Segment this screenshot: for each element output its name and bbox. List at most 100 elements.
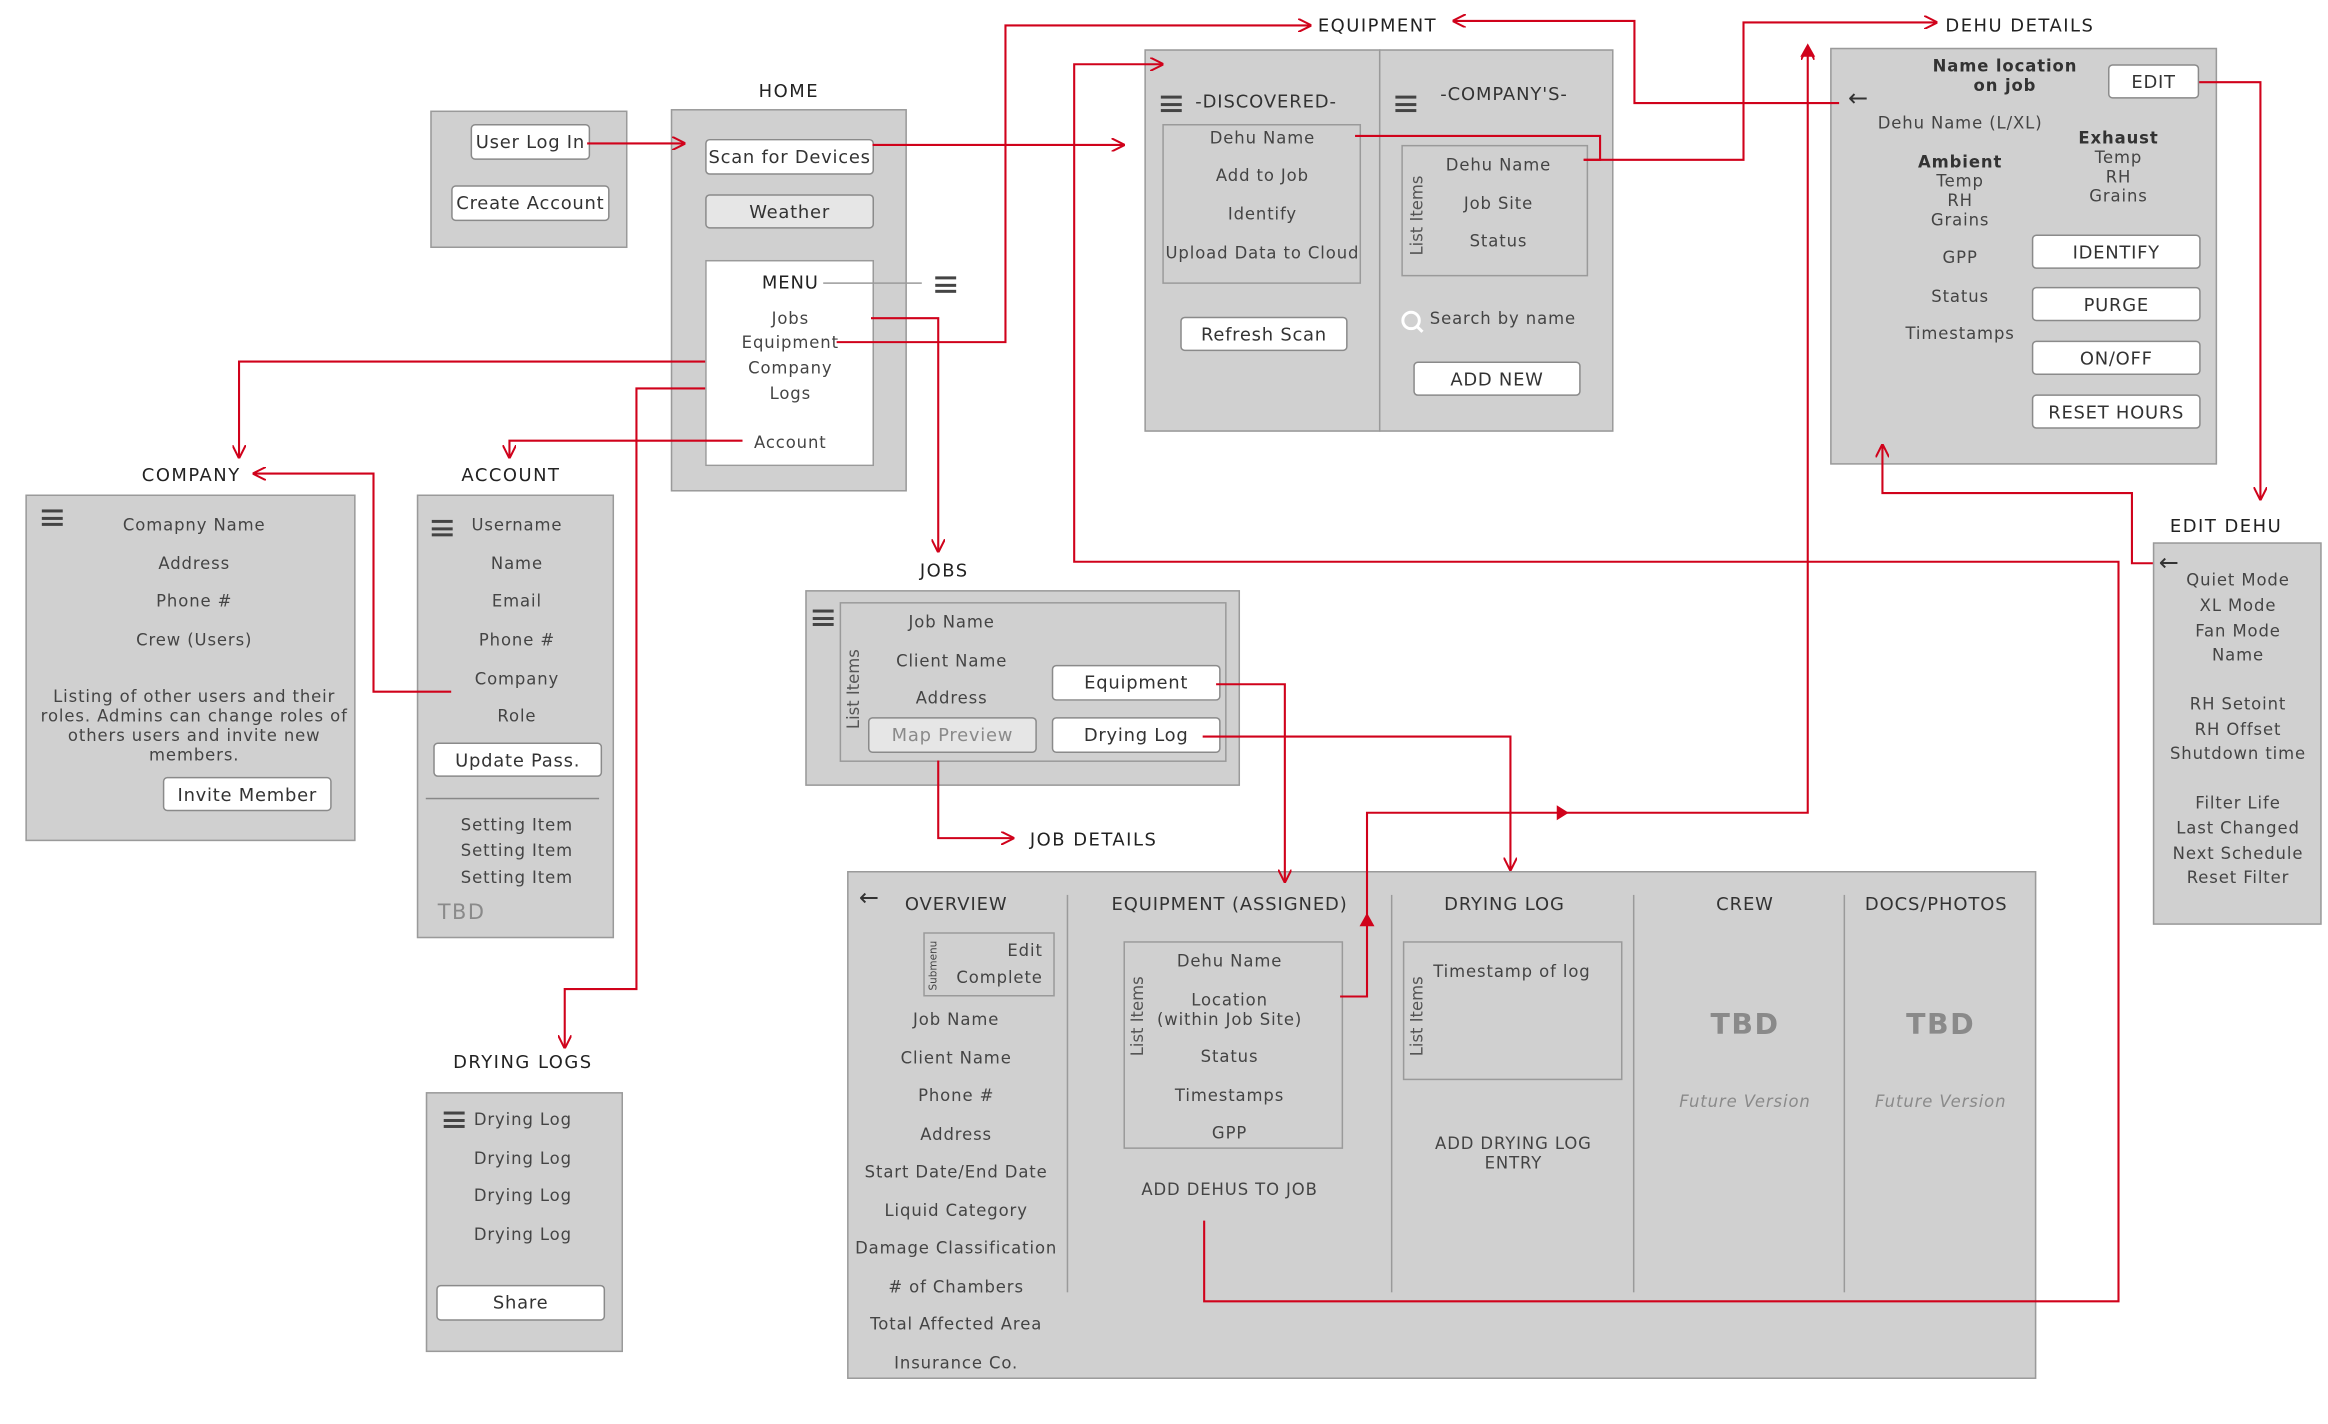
menu-item-equipment[interactable]: Equipment <box>741 333 839 353</box>
overview-dates: Start Date/End Date <box>864 1162 1048 1182</box>
name-location-line2: on job <box>1973 76 2037 96</box>
timestamp-of-log: Timestamp of log <box>1433 962 1591 982</box>
weather-widget[interactable]: Weather <box>705 194 874 229</box>
companys-header: -COMPANY'S- <box>1440 83 1568 105</box>
account-title: ACCOUNT <box>461 464 561 486</box>
assigned-location-note: (within Job Site) <box>1156 1009 1303 1030</box>
gpp-label: GPP <box>1942 248 1978 268</box>
menu-item-logs[interactable]: Logs <box>769 383 812 404</box>
xl-mode-setting[interactable]: XL Mode <box>2199 596 2277 616</box>
quiet-mode-setting[interactable]: Quiet Mode <box>2186 570 2290 591</box>
company-description-line3: others users and invite new <box>67 726 321 746</box>
hamburger-menu-icon[interactable] <box>431 519 453 537</box>
rh-setpoint-setting[interactable]: RH Setoint <box>2189 694 2287 715</box>
user-log-in-button[interactable]: User Log In <box>470 124 591 160</box>
overview-client-name: Client Name <box>900 1048 1012 1069</box>
scan-for-devices-button[interactable]: Scan for Devices <box>705 138 874 175</box>
ambient-grains: Grains <box>1930 210 1990 231</box>
create-account-button[interactable]: Create Account <box>451 185 610 222</box>
dehu-details-title: DEHU DETAILS <box>1945 14 2095 36</box>
hamburger-menu-icon[interactable] <box>41 509 63 526</box>
flow-arrow <box>1355 134 1602 161</box>
equipment-title: EQUIPMENT <box>1317 14 1438 36</box>
invite-member-button[interactable]: Invite Member <box>162 776 332 812</box>
jobs-drying-log-button[interactable]: Drying Log <box>1051 717 1221 753</box>
exhaust-rh: RH <box>2105 167 2132 187</box>
hamburger-menu-icon[interactable] <box>935 276 957 293</box>
drying-log-item[interactable]: Drying Log <box>473 1225 572 1245</box>
name-setting[interactable]: Name <box>2211 645 2265 665</box>
add-drying-log-line1[interactable]: ADD DRYING LOG <box>1435 1133 1592 1154</box>
company-title: COMPANY <box>141 464 241 486</box>
back-arrow-icon[interactable]: ← <box>2158 548 2179 577</box>
add-new-button[interactable]: ADD NEW <box>1413 361 1581 396</box>
drying-log-item[interactable]: Drying Log <box>473 1110 572 1130</box>
flow-arrow <box>254 474 452 693</box>
drying-log-item[interactable]: Drying Log <box>473 1186 572 1206</box>
overview-address: Address <box>920 1124 993 1145</box>
setting-item[interactable]: Setting Item <box>460 841 574 861</box>
on-off-button[interactable]: ON/OFF <box>2031 340 2201 375</box>
hamburger-menu-icon[interactable] <box>812 609 834 626</box>
back-arrow-icon[interactable]: ← <box>859 882 880 912</box>
flow-arrow <box>1202 735 1511 870</box>
flow-arrow-head <box>1800 43 1816 57</box>
identify-action[interactable]: Identify <box>1227 204 1298 225</box>
docs-future-version: Future Version <box>1874 1092 2007 1112</box>
drying-log-list[interactable]: List Items Timestamp of log <box>1402 941 1623 1081</box>
company-address-label: Address <box>158 554 231 574</box>
hamburger-menu-icon[interactable] <box>1395 95 1417 113</box>
discovered-dehu-name[interactable]: Dehu Name <box>1209 128 1316 148</box>
hamburger-menu-icon[interactable] <box>1160 95 1182 113</box>
edit-button[interactable]: EDIT <box>2108 64 2200 99</box>
upload-data-action[interactable]: Upload Data to Cloud <box>1165 243 1360 263</box>
flow-arrow <box>871 317 938 551</box>
equipment-assigned-title: EQUIPMENT (ASSIGNED) <box>1111 893 1348 915</box>
add-drying-log-line2[interactable]: ENTRY <box>1484 1153 1543 1173</box>
purge-button[interactable]: PURGE <box>2031 286 2201 322</box>
add-dehus-to-job-action[interactable]: ADD DEHUS TO JOB <box>1141 1180 1318 1200</box>
reset-hours-button[interactable]: RESET HOURS <box>2031 394 2201 429</box>
back-arrow-icon[interactable]: ← <box>1848 83 1869 113</box>
companys-dehu-name[interactable]: Dehu Name <box>1445 155 1552 175</box>
map-preview[interactable]: Map Preview <box>868 717 1037 753</box>
company-crew-label[interactable]: Crew (Users) <box>136 630 253 650</box>
shutdown-time-setting[interactable]: Shutdown time <box>2169 744 2307 764</box>
menu-item-company[interactable]: Company <box>748 358 833 378</box>
dehu-name-size: Dehu Name (L/XL) <box>1877 113 2043 133</box>
setting-item[interactable]: Setting Item <box>460 868 574 888</box>
search-by-name-input[interactable]: Search by name <box>1429 309 1576 329</box>
discovered-header: -DISCOVERED- <box>1195 91 1337 113</box>
drying-log-item[interactable]: Drying Log <box>473 1148 572 1169</box>
company-description-line1: Listing of other users and their <box>53 687 336 707</box>
edit-dehu-title: EDIT DEHU <box>2169 515 2283 537</box>
jobs-equipment-button[interactable]: Equipment <box>1051 664 1221 701</box>
reset-filter-setting[interactable]: Reset Filter <box>2186 868 2290 888</box>
hamburger-menu-icon[interactable] <box>443 1111 465 1128</box>
rh-offset-setting[interactable]: RH Offset <box>2194 720 2282 740</box>
jobs-screen: List Items Job Name Client Name Address … <box>805 590 1241 786</box>
column-divider <box>1843 894 1846 1293</box>
add-to-job-action[interactable]: Add to Job <box>1215 165 1309 186</box>
submenu-edit[interactable]: Edit <box>1007 941 1043 961</box>
identify-button[interactable]: IDENTIFY <box>2031 234 2201 269</box>
drying-logs-screen: Drying Log Drying Log Drying Log Drying … <box>425 1092 623 1353</box>
share-button[interactable]: Share <box>436 1284 606 1321</box>
name-location-line1: Name location <box>1932 56 2078 77</box>
home-title: HOME <box>758 80 820 102</box>
assigned-equipment-list[interactable]: List Items Dehu Name Location (within Jo… <box>1123 941 1344 1149</box>
account-company[interactable]: Company <box>474 669 560 689</box>
drying-log-title: DRYING LOG <box>1444 893 1565 915</box>
setting-item[interactable]: Setting Item <box>460 815 574 836</box>
exhaust-temp: Temp <box>2094 147 2143 168</box>
menu-item-jobs[interactable]: Jobs <box>771 309 810 329</box>
fan-mode-setting[interactable]: Fan Mode <box>2195 621 2281 641</box>
jobs-list-item[interactable]: List Items Job Name Client Name Address … <box>839 602 1227 762</box>
menu-item-account[interactable]: Account <box>754 433 827 453</box>
refresh-scan-button[interactable]: Refresh Scan <box>1180 316 1348 352</box>
submenu-complete[interactable]: Complete <box>956 968 1043 988</box>
update-password-button[interactable]: Update Pass. <box>433 742 603 777</box>
next-schedule-setting[interactable]: Next Schedule <box>2172 844 2304 864</box>
company-description-line4: members. <box>149 745 240 765</box>
